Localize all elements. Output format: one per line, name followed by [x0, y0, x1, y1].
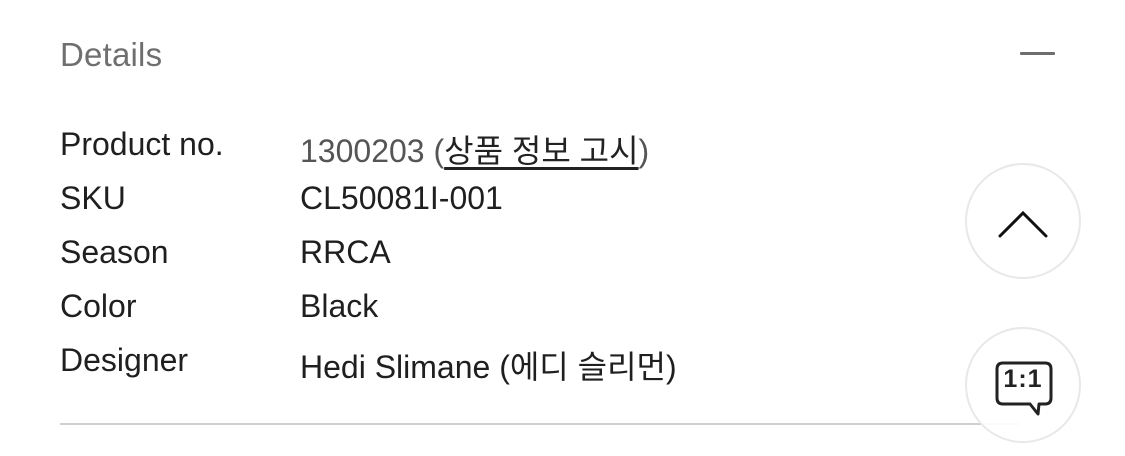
detail-value: RRCA — [300, 234, 391, 270]
chat-label: 1:1 — [1003, 365, 1043, 393]
detail-label: Season — [60, 234, 169, 270]
product-notice-link[interactable]: 상품 정보 고시 — [444, 133, 639, 169]
chat-bubble-icon — [995, 361, 1053, 416]
section-title: Details — [60, 36, 163, 73]
detail-label: Product no. — [60, 126, 224, 162]
detail-value: Black — [300, 288, 379, 324]
detail-label: Color — [60, 288, 137, 324]
paren-open: ( — [433, 133, 445, 169]
minus-icon — [1020, 52, 1055, 55]
scroll-to-top-button[interactable] — [965, 163, 1081, 279]
detail-label: SKU — [60, 180, 126, 216]
detail-value: Hedi Slimane (에디 슬리먼) — [300, 349, 677, 385]
section-divider — [60, 423, 1020, 425]
detail-value: CL50081I-001 — [300, 180, 503, 216]
product-number: 1300203 — [300, 133, 425, 169]
collapse-button[interactable] — [1018, 40, 1058, 68]
detail-value: 1300203 (상품 정보 고시) — [300, 126, 649, 172]
chevron-up-icon — [998, 210, 1048, 238]
one-to-one-chat-button[interactable]: 1:1 — [965, 327, 1081, 443]
paren-close: ) — [638, 133, 650, 169]
detail-label: Designer — [60, 342, 189, 378]
